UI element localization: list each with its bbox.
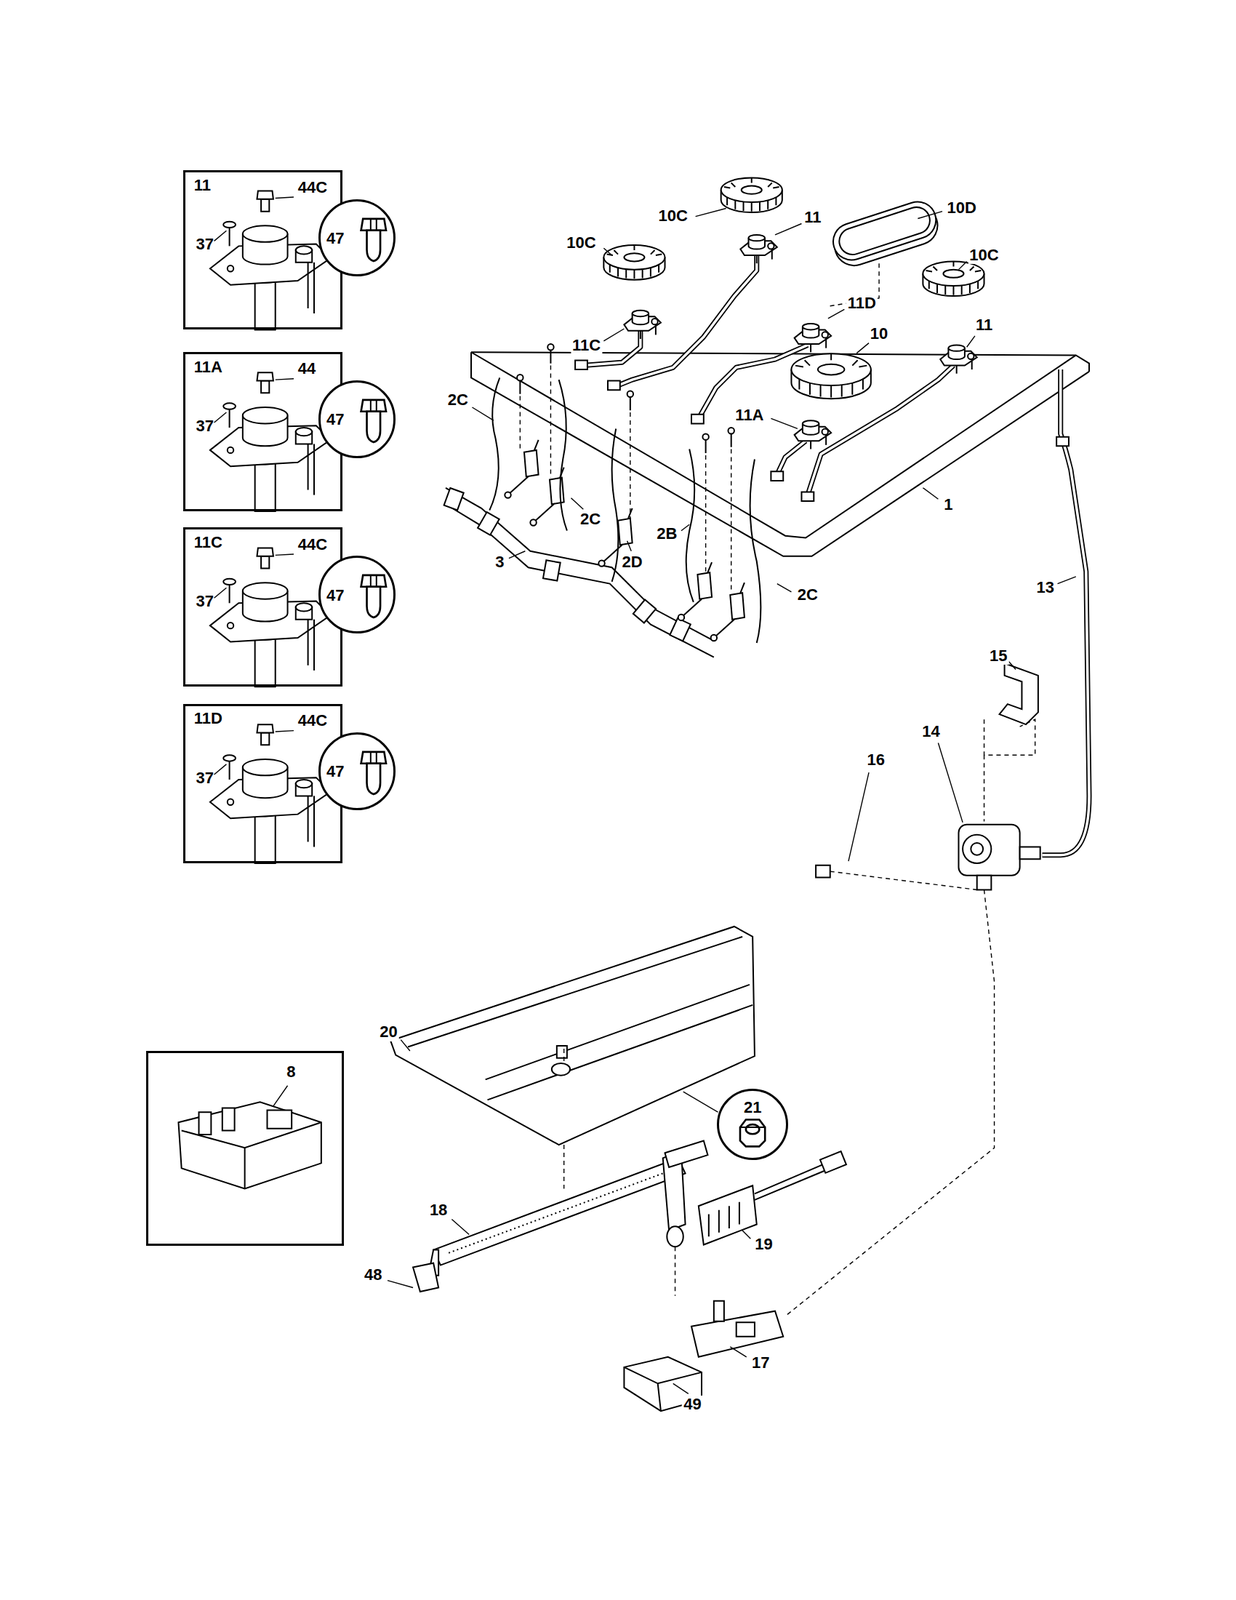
callout-number: 48 <box>362 1265 384 1284</box>
callout-number: 21 <box>743 1098 762 1117</box>
part-number: 44C <box>298 535 328 554</box>
part-number: 37 <box>195 235 214 254</box>
callout-number: 2C <box>446 391 470 409</box>
part-number: 37 <box>195 769 214 787</box>
inset-box: 11C 44C 37 <box>183 527 343 687</box>
callout-number: 10C <box>564 234 597 252</box>
inset-box: 11 44C 37 <box>183 170 343 330</box>
callout-number: 2C <box>796 586 820 604</box>
callout-number: 10 <box>868 324 890 343</box>
callout-number: 8 <box>286 1062 296 1081</box>
callout-number: 16 <box>865 751 887 769</box>
inset-box: 11D 44C 37 <box>183 703 343 864</box>
callout-number: 11D <box>846 293 878 312</box>
inset-box: 11A 44 37 <box>183 351 343 512</box>
callout-number: 1 <box>942 495 954 514</box>
part-number: 37 <box>195 592 214 611</box>
callout-circle: 47 <box>318 555 397 634</box>
part-number: 37 <box>195 417 214 435</box>
part-number: 44C <box>298 178 328 197</box>
callout-number: 49 <box>681 1395 703 1413</box>
callout-number: 2D <box>620 553 645 571</box>
part-number: 44C <box>298 711 328 730</box>
callout-number: 47 <box>326 586 344 605</box>
callout-number: 20 <box>378 1022 399 1041</box>
callout-number: 11A <box>194 358 223 376</box>
callout-circle: 47 <box>318 380 397 459</box>
callout-circle: 47 <box>318 199 397 278</box>
callout-number: 10C <box>967 246 1000 264</box>
callout-number: 11C <box>570 336 603 355</box>
callout-number: 19 <box>753 1235 774 1253</box>
part-number: 44 <box>298 359 316 378</box>
callout-number: 2C <box>578 510 603 528</box>
callout-number: 17 <box>750 1353 771 1372</box>
callout-circle: 47 <box>318 732 397 810</box>
callout-number: 11 <box>194 176 211 195</box>
callout-number: 11C <box>194 533 223 552</box>
callout-circle: 21 <box>716 1088 789 1160</box>
callout-number: 3 <box>493 553 506 571</box>
callout-number: 15 <box>988 647 1009 665</box>
callout-number: 47 <box>326 410 344 429</box>
callout-number: 10C <box>657 207 690 225</box>
callout-number: 2B <box>655 524 679 542</box>
callout-number: 13 <box>1034 578 1055 597</box>
callout-number: 47 <box>326 762 344 781</box>
callout-number: 11 <box>802 208 823 227</box>
callout-number: 11 <box>974 316 994 334</box>
callout-number: 11D <box>194 709 223 728</box>
callout-number: 47 <box>326 229 344 248</box>
callout-number: 18 <box>428 1200 449 1218</box>
callout-number: 10D <box>945 199 978 217</box>
callout-number: 14 <box>920 722 941 741</box>
callout-number: 11A <box>733 406 765 424</box>
inset-box: 8 <box>146 1050 344 1246</box>
